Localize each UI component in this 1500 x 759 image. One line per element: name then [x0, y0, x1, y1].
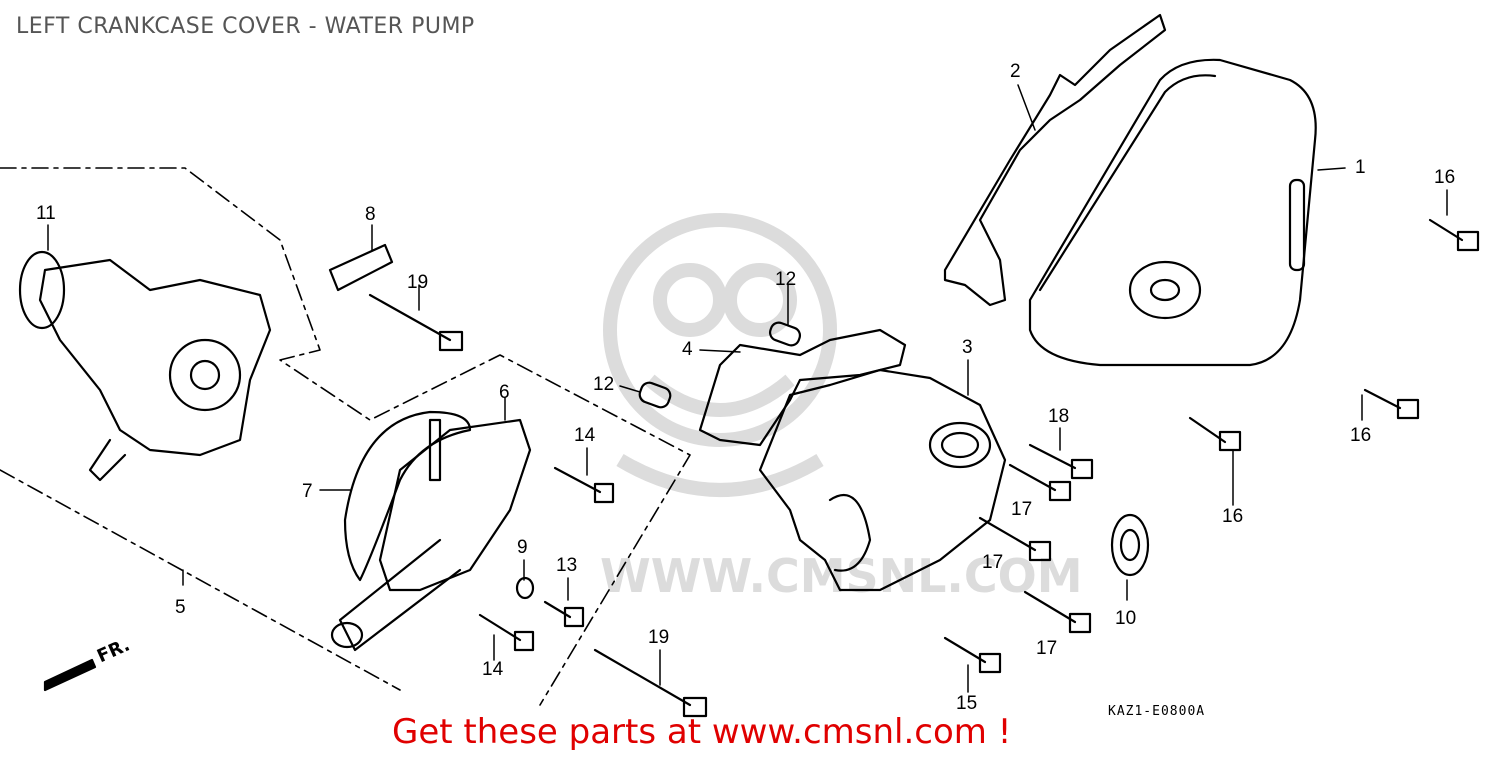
front-arrow-icon — [43, 658, 97, 692]
pump-cover-part — [378, 418, 532, 592]
leader-lines — [47, 84, 1448, 693]
callout-14-lower: 14 — [482, 659, 504, 680]
diagram-code: KAZ1-E0800A — [1108, 704, 1206, 719]
callout-2: 2 — [1010, 61, 1021, 82]
assembly-frame-lines — [0, 167, 691, 706]
callout-1: 1 — [1355, 157, 1366, 178]
callout-5: 5 — [175, 597, 186, 618]
callout-17-upper: 17 — [1011, 499, 1033, 520]
pump-housing-part — [758, 368, 1007, 592]
callout-12-upper: 12 — [775, 269, 797, 290]
callout-18: 18 — [1048, 406, 1070, 427]
dowel-pin-part — [638, 381, 672, 409]
footer-link[interactable]: Get these parts at www.cmsnl.com ! — [392, 712, 1012, 752]
washer-part — [515, 576, 535, 600]
callout-17-mid: 17 — [982, 552, 1004, 573]
callout-19-lower: 19 — [648, 627, 670, 648]
cover-gasket-part — [943, 13, 1167, 307]
callout-12-lower: 12 — [593, 374, 615, 395]
callout-4: 4 — [682, 339, 693, 360]
callout-16-mid: 16 — [1222, 506, 1244, 527]
callout-16-right: 16 — [1350, 425, 1372, 446]
callout-8: 8 — [365, 204, 376, 225]
clamp-part — [328, 243, 394, 292]
callout-11: 11 — [36, 203, 56, 224]
watermark-text: WWW.CMSNL.COM — [600, 549, 1083, 603]
callout-16-top: 16 — [1434, 167, 1456, 188]
callout-13: 13 — [556, 555, 578, 576]
callout-6: 6 — [499, 382, 510, 403]
bolts — [368, 218, 1480, 718]
housing-gasket-part — [698, 328, 907, 447]
callout-10: 10 — [1115, 608, 1137, 629]
crankcase-cover-part — [1028, 58, 1317, 367]
callout-14-upper: 14 — [574, 425, 596, 446]
o-ring-part — [343, 410, 472, 582]
callout-15: 15 — [956, 693, 978, 714]
water-pump-part — [38, 258, 272, 457]
callout-3: 3 — [962, 337, 973, 358]
callout-7: 7 — [302, 481, 313, 502]
callout-19-upper: 19 — [407, 272, 429, 293]
oil-seal-part — [1110, 513, 1150, 577]
callout-9: 9 — [517, 537, 528, 558]
callout-17-lower: 17 — [1036, 638, 1058, 659]
page-title: LEFT CRANKCASE COVER - WATER PUMP — [16, 14, 475, 39]
